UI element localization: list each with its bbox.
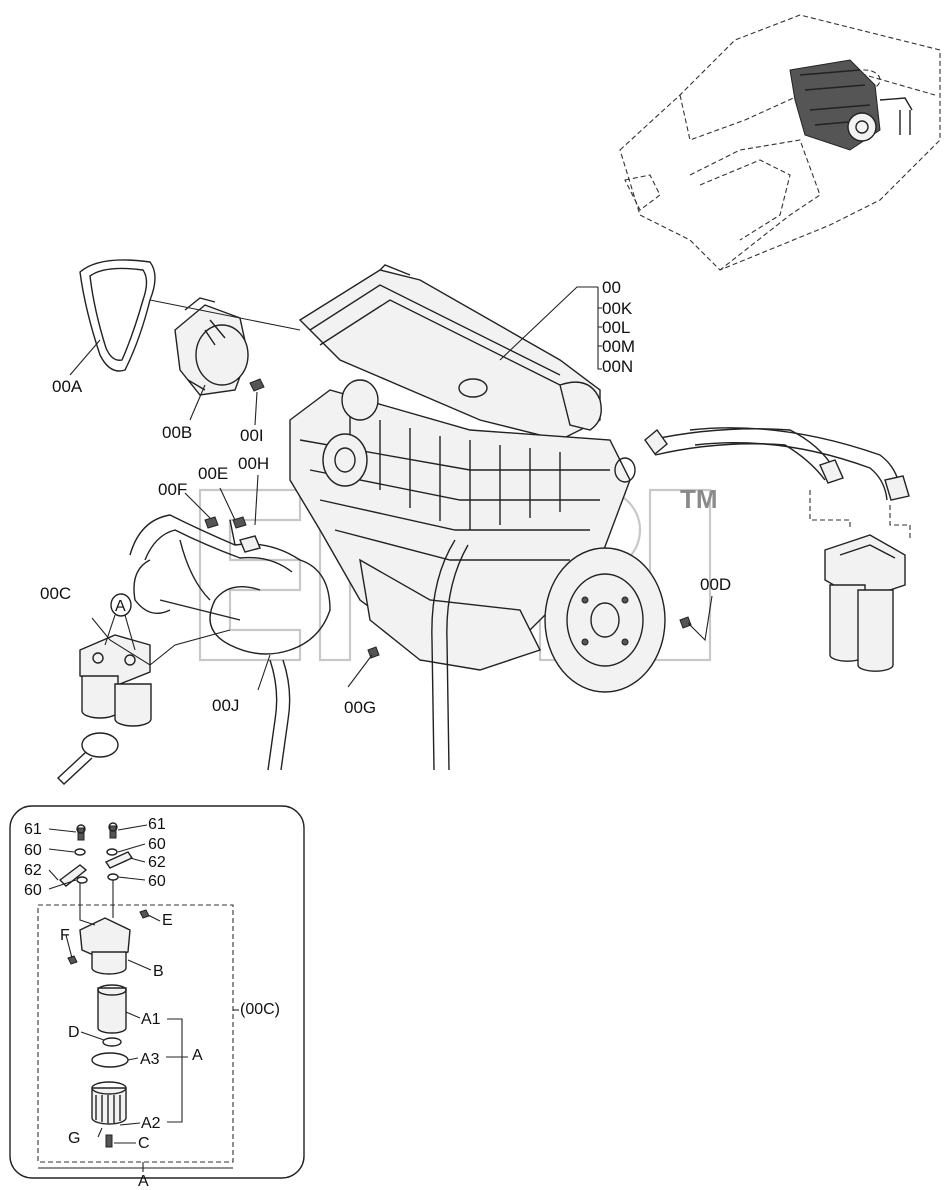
detail-label-a2: A2: [141, 1115, 161, 1132]
fuel-filter-assembly: [79, 634, 152, 727]
detail-label-e: E: [162, 912, 173, 929]
detail-view-a: 61 60 62 60 61 60 62 60 E F B A1 D A3 A …: [9, 805, 305, 1190]
label-00l: 00L: [602, 318, 630, 337]
detail-label-61-right: 61: [148, 816, 166, 833]
detail-label-62-right: 62: [148, 854, 166, 871]
wiring-harness: [129, 514, 380, 771]
label-00m: 00M: [602, 337, 635, 356]
label-00e: 00E: [198, 464, 228, 483]
trademark-symbol: TM: [680, 484, 718, 514]
label-00b: 00B: [162, 423, 192, 442]
label-00n: 00N: [602, 357, 633, 376]
hydraulic-hoses: [644, 427, 910, 501]
part-labels: 00 00K 00L 00M 00N 00A 00B 00I 00E 00H 0…: [40, 278, 731, 717]
filter-connection-dashed: [809, 490, 911, 540]
detail-label-60-right-top: 60: [148, 836, 166, 853]
detail-group-dashed-frame: [37, 904, 234, 1163]
leader-lines: [69, 286, 713, 691]
fitting-00i: [249, 378, 265, 392]
detail-group-label: (00C): [240, 1001, 280, 1018]
detail-label-62-left: 62: [24, 862, 42, 879]
detail-label-60-left-top: 60: [24, 842, 42, 859]
detail-label-f: F: [60, 927, 70, 944]
label-00: 00: [602, 278, 621, 297]
alternator: [174, 297, 249, 396]
label-00i: 00I: [240, 426, 264, 445]
label-00d: 00D: [700, 575, 731, 594]
drive-belt: [79, 259, 156, 372]
detail-label-61-left: 61: [24, 821, 42, 838]
label-00g: 00G: [344, 698, 376, 717]
fitting-00d: [679, 616, 692, 629]
detail-label-c: C: [138, 1135, 150, 1152]
detail-frame: [9, 805, 305, 1179]
detail-label-g: G: [68, 1130, 80, 1147]
label-00a: 00A: [52, 377, 83, 396]
label-00c: 00C: [40, 584, 71, 603]
detail-label-a: A: [192, 1047, 203, 1064]
detail-label-a1: A1: [141, 1011, 161, 1028]
label-00f: 00F: [158, 480, 187, 499]
detail-label-d: D: [68, 1024, 80, 1041]
detail-label-60-left-bottom: 60: [24, 882, 42, 899]
detail-label-b: B: [153, 963, 164, 980]
callout-circle-a: [110, 593, 132, 617]
detail-label-60-right-bottom: 60: [148, 873, 166, 890]
label-00h: 00H: [238, 454, 269, 473]
label-00j: 00J: [212, 696, 239, 715]
hydraulic-filter-pair: [824, 534, 906, 672]
inset-engine-icon: [789, 59, 913, 151]
label-00k: 00K: [602, 299, 633, 318]
filter-wrench: [56, 732, 119, 785]
detail-bottom-label: A: [138, 1173, 149, 1190]
machine-location-inset: [619, 14, 941, 271]
callout-a: A: [115, 598, 126, 615]
engine-assembly: [289, 264, 666, 771]
detail-label-a3: A3: [140, 1051, 160, 1068]
